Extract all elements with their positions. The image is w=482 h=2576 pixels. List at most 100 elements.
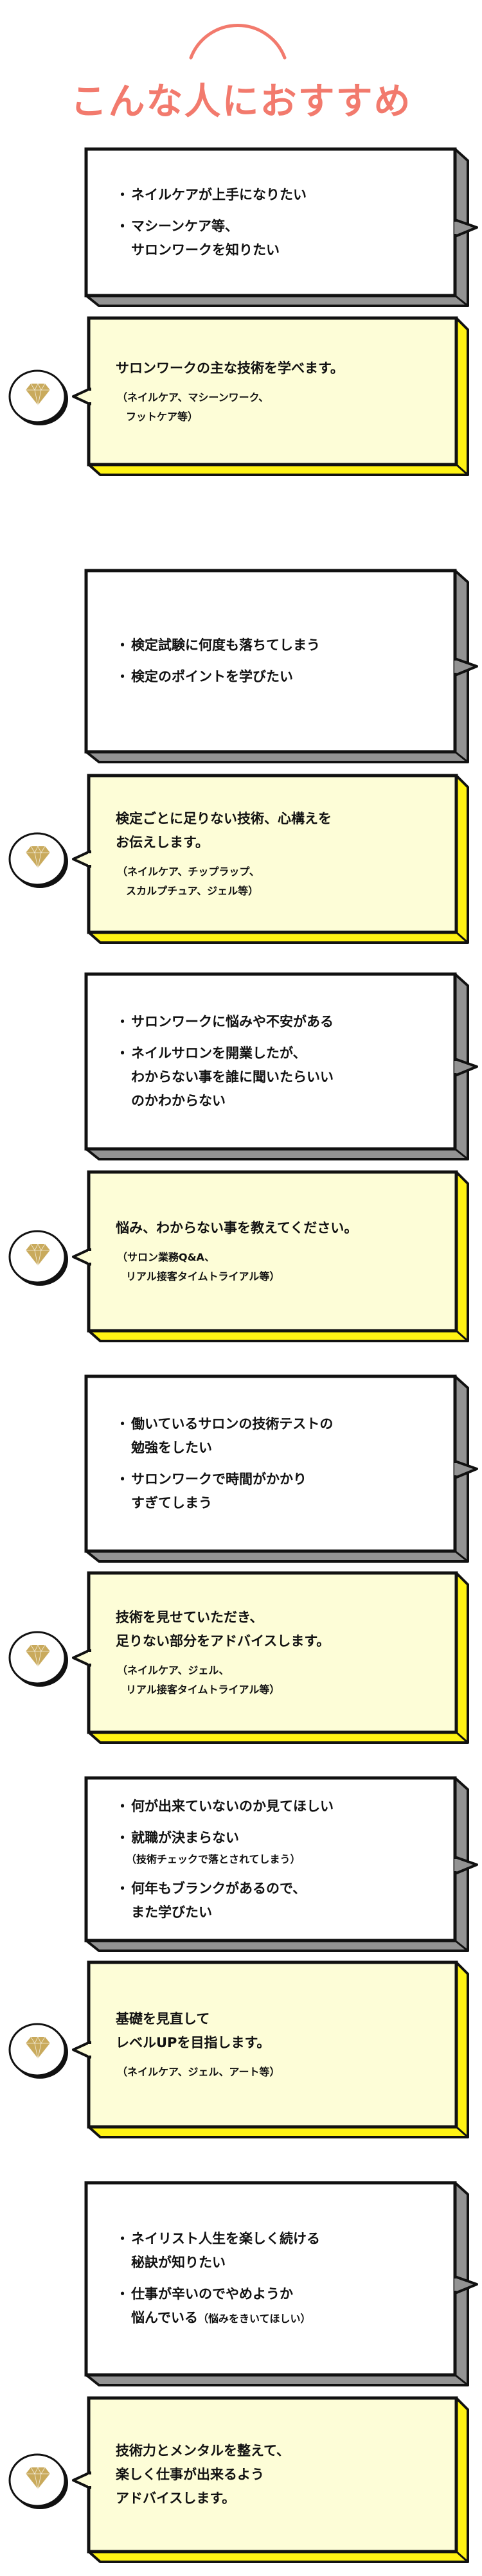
answer-text: レベルUPを目指します。 xyxy=(116,2035,271,2050)
question-line: サロンワークに悩みや不安がある xyxy=(131,1014,334,1029)
answer-example-text: （ネイルケア、ジェル、アート等） xyxy=(117,2066,280,2078)
answer-examples: （ネイルケア、ジェル、アート等） xyxy=(116,2063,456,2082)
answer-text: 足りない部分をアドバイスします。 xyxy=(116,1633,330,1649)
answer-example-text: （サロン業務Q&A、 xyxy=(117,1251,215,1263)
answer-content: サロンワークの主な技術を学べます。 （ネイルケア、マシーンワーク、フットケア等） xyxy=(89,318,456,465)
answer-text: アドバイスします。 xyxy=(116,2491,236,2506)
bubble-shape xyxy=(72,1170,469,1342)
question-text: 仕事が辛いのでやめようか xyxy=(116,2282,455,2306)
question-item: 何が出来ていないのか見てほしい xyxy=(116,1795,455,1818)
answer-content: 技術力とメンタルを整えて、楽しく仕事が出来るようアドバイスします。 xyxy=(89,2398,456,2552)
question-text: 検定のポイントを学びたい xyxy=(116,665,455,689)
question-text: 就職が決まらない xyxy=(116,1826,455,1850)
avatar xyxy=(6,830,71,894)
answer-text: 楽しく仕事が出来るよう xyxy=(116,2467,264,2482)
question-line: わからない事を誰に聞いたらいい xyxy=(131,1069,334,1085)
question-item: 就職が決まらない （技術チェックで落とされてしまう） xyxy=(116,1826,455,1869)
question-text: また学びたい xyxy=(118,1901,455,1924)
question-line: 仕事が辛いのでやめようか xyxy=(131,2286,293,2302)
answer-text: 悩み、わからない事を教えてください。 xyxy=(116,1220,358,1236)
question-list: 働いているサロンの技術テストの勉強をしたいサロンワークで時間がかかりすぎてしまう xyxy=(86,1376,455,1551)
answer-bubble: 技術力とメンタルを整えて、楽しく仕事が出来るようアドバイスします。 xyxy=(71,2395,472,2564)
answer-content: 悩み、わからない事を教えてください。 （サロン業務Q&A、リアル接客タイムトライア… xyxy=(89,1172,456,1331)
answer-example-text: スカルプチュア、ジェル等） xyxy=(126,885,259,897)
question-note: （技術チェックで落とされてしまう） xyxy=(126,1852,301,1865)
question-line: すぎてしまう xyxy=(131,1495,212,1511)
answer-examples: （ネイルケア、マシーンワーク、フットケア等） xyxy=(116,388,456,427)
diamond-icon xyxy=(8,369,68,425)
question-line: 何が出来ていないのか見てほしい xyxy=(131,1798,334,1814)
question-text: マシーンケア等、 xyxy=(116,215,455,238)
answer-bubble: 技術を見せていただき、足りない部分をアドバイスします。 （ネイルケア、ジェル、リア… xyxy=(71,1570,472,1745)
question-bubble: ネイリスト人生を楽しく続ける秘訣が知りたい仕事が辛いのでやめようか悩んでいる（悩… xyxy=(84,2180,478,2388)
question-item: サロンワークに悩みや不安がある xyxy=(116,1010,455,1034)
bubble-shape xyxy=(72,1960,469,2138)
question-text: 秘訣が知りたい xyxy=(118,2251,455,2275)
question-line: 悩んでいる xyxy=(131,2310,198,2325)
question-text: 悩んでいる（悩みをきいてほしい） xyxy=(118,2306,455,2331)
question-text: ネイリスト人生を楽しく続ける xyxy=(116,2227,455,2251)
answer-content: 検定ごとに足りない技術、心構えをお伝えします。（ネイルケア、チップラップ、スカル… xyxy=(89,776,456,932)
answer-example-text: （ネイルケア、マシーンワーク、 xyxy=(117,391,269,404)
question-item: マシーンケア等、サロンワークを知りたい xyxy=(116,215,455,262)
bubble-shape xyxy=(72,316,469,476)
question-text: 検定試験に何度も落ちてしまう xyxy=(116,634,455,657)
bubble-shape xyxy=(72,2396,469,2563)
question-line: 秘訣が知りたい xyxy=(131,2255,226,2270)
question-item: 検定のポイントを学びたい xyxy=(116,665,455,689)
answer-examples: （サロン業務Q&A、リアル接客タイムトライアル等） xyxy=(116,1248,456,1286)
question-text: のかわからない xyxy=(118,1089,455,1113)
diamond-icon xyxy=(8,1631,68,1687)
answer-example-text: （ネイルケア、ジェル、 xyxy=(117,1664,229,1676)
question-line: ネイルケアが上手になりたい xyxy=(131,186,307,202)
question-item: 何年もブランクがあるので、また学びたい xyxy=(116,1877,455,1924)
diamond-icon xyxy=(8,832,68,888)
question-list: 何が出来ていないのか見てほしい就職が決まらない （技術チェックで落とされてしまう）… xyxy=(86,1778,455,1941)
avatar xyxy=(6,1227,71,1292)
bubble-shape xyxy=(72,774,469,944)
answer-text: 基礎を見直して xyxy=(116,2011,210,2027)
decorative-arc xyxy=(189,23,287,60)
answer-example-text: フットケア等） xyxy=(126,410,199,423)
diamond-icon xyxy=(8,2023,68,2079)
answer-bubble: 検定ごとに足りない技術、心構えをお伝えします。（ネイルケア、チップラップ、スカル… xyxy=(71,773,472,945)
question-text: ネイルサロンを開業したが、 xyxy=(116,1042,455,1065)
question-line: ネイリスト人生を楽しく続ける xyxy=(131,2231,320,2246)
question-item: ネイルケアが上手になりたい xyxy=(116,183,455,207)
avatar xyxy=(6,2020,71,2084)
question-text: 勉強をしたい xyxy=(118,1436,455,1460)
question-list: ネイリスト人生を楽しく続ける秘訣が知りたい仕事が辛いのでやめようか悩んでいる（悩… xyxy=(86,2183,455,2375)
question-bubble: 働いているサロンの技術テストの勉強をしたいサロンワークで時間がかかりすぎてしまう xyxy=(84,1374,478,1564)
question-text: わからない事を誰に聞いたらいい xyxy=(118,1065,455,1089)
question-bubble: 何が出来ていないのか見てほしい就職が決まらない （技術チェックで落とされてしまう）… xyxy=(84,1775,478,1953)
answer-bubble: サロンワークの主な技術を学べます。 （ネイルケア、マシーンワーク、フットケア等） xyxy=(71,315,472,477)
question-line: サロンワークを知りたい xyxy=(131,242,280,258)
diamond-icon xyxy=(8,2453,68,2509)
answer-content: 技術を見せていただき、足りない部分をアドバイスします。 （ネイルケア、ジェル、リア… xyxy=(89,1573,456,1732)
question-line: マシーンケア等、 xyxy=(131,218,238,234)
answer-text: 技術を見せていただき、 xyxy=(116,1610,263,1625)
question-line: サロンワークで時間がかかり xyxy=(131,1471,307,1487)
question-line: 勉強をしたい xyxy=(131,1440,212,1455)
question-text: サロンワークに悩みや不安がある xyxy=(116,1010,455,1034)
answer-bubble: 悩み、わからない事を教えてください。 （サロン業務Q&A、リアル接客タイムトライア… xyxy=(71,1169,472,1344)
avatar xyxy=(6,1628,71,1692)
section-title: こんな人におすすめ xyxy=(70,80,412,123)
section-header: こんな人におすすめ xyxy=(0,0,482,129)
answer-example-text: リアル接客タイムトライアル等） xyxy=(126,1270,280,1283)
avatar xyxy=(6,367,71,431)
question-line: 検定試験に何度も落ちてしまう xyxy=(131,637,320,653)
answer-example-text: リアル接客タイムトライアル等） xyxy=(126,1683,280,1696)
bubble-shape xyxy=(72,1571,469,1744)
question-note: （悩みをきいてほしい） xyxy=(197,2313,311,2325)
answer-example-text: （ネイルケア、チップラップ、 xyxy=(117,866,260,878)
diamond-icon xyxy=(8,1230,68,1286)
answer-text: サロンワークの主な技術を学べます。 xyxy=(116,360,344,376)
question-line: のかわからない xyxy=(131,1093,226,1108)
question-text: 働いているサロンの技術テストの xyxy=(116,1412,455,1436)
answer-text: 技術力とメンタルを整えて、 xyxy=(116,2443,290,2458)
answer-text: 検定ごとに足りない技術、心構えを xyxy=(116,811,332,826)
